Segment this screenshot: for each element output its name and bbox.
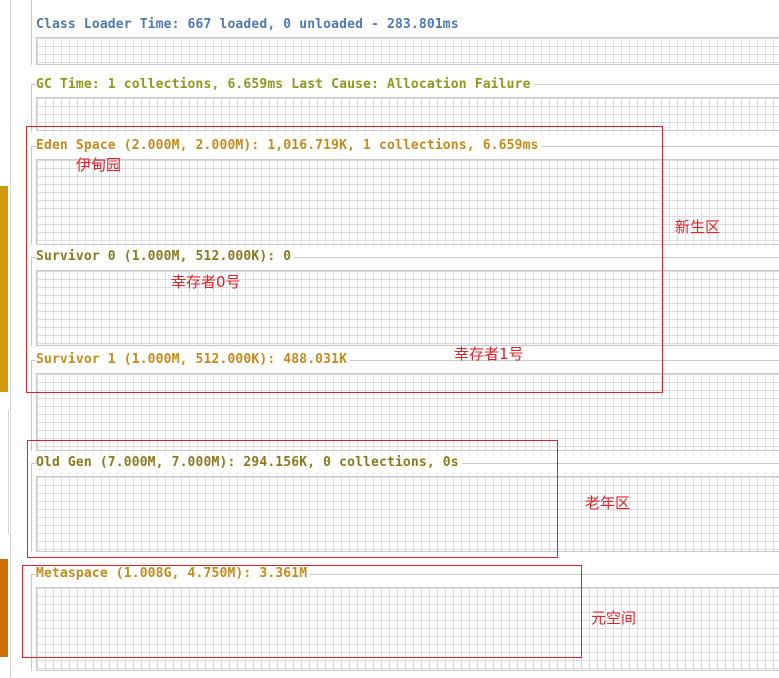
- old-gen-graph: Old Gen (7.000M, 7.000M): 294.156K, 0 co…: [31, 455, 779, 552]
- survivor1-annotation: 幸存者1号: [454, 345, 524, 363]
- metaspace-label: Metaspace (1.008G, 4.750M): 3.361M: [36, 566, 311, 582]
- metaspace-grid: [36, 587, 779, 671]
- survivor0-graph: Survivor 0 (1.000M, 512.000K): 0: [31, 249, 779, 346]
- old-annotation: 老年区: [585, 494, 631, 512]
- eden-grid: [36, 159, 779, 245]
- eden-label: Eden Space (2.000M, 2.000M): 1,016.719K,…: [36, 138, 542, 154]
- survivor0-annotation: 幸存者0号: [171, 273, 241, 291]
- survivor1-graph: Survivor 1 (1.000M, 512.000K): 488.031K: [31, 352, 779, 451]
- class-loader-graph: Class Loader Time: 667 loaded, 0 unloade…: [31, 0, 779, 65]
- left-bar-young: [0, 186, 8, 392]
- eden-graph: Eden Space (2.000M, 2.000M): 1,016.719K,…: [31, 138, 779, 245]
- gc-time-grid: [36, 97, 779, 131]
- class-loader-label: Class Loader Time: 667 loaded, 0 unloade…: [36, 17, 462, 33]
- survivor0-label: Survivor 0 (1.000M, 512.000K): 0: [36, 249, 295, 265]
- old-gen-annotation-box: [27, 440, 558, 558]
- left-panel: [0, 0, 11, 678]
- eden-annotation: 伊甸园: [76, 156, 122, 174]
- gc-time-label: GC Time: 1 collections, 6.659ms Last Cau…: [36, 77, 534, 93]
- left-bar-meta: [0, 559, 8, 657]
- young-annotation: 新生区: [675, 218, 721, 236]
- survivor0-grid: [36, 270, 779, 346]
- young-gen-annotation-box: [26, 126, 663, 393]
- metaspace-annotation-box: [22, 565, 582, 658]
- gc-time-graph: GC Time: 1 collections, 6.659ms Last Cau…: [31, 77, 779, 131]
- survivor1-grid: [36, 373, 779, 451]
- meta-annotation: 元空间: [591, 609, 637, 627]
- metaspace-graph: Metaspace (1.008G, 4.750M): 3.361M: [31, 566, 779, 671]
- old-gen-label: Old Gen (7.000M, 7.000M): 294.156K, 0 co…: [36, 455, 462, 471]
- left-bar-old: [0, 410, 9, 534]
- old-gen-grid: [36, 476, 779, 552]
- class-loader-grid: [36, 37, 779, 65]
- survivor1-label: Survivor 1 (1.000M, 512.000K): 488.031K: [36, 352, 351, 368]
